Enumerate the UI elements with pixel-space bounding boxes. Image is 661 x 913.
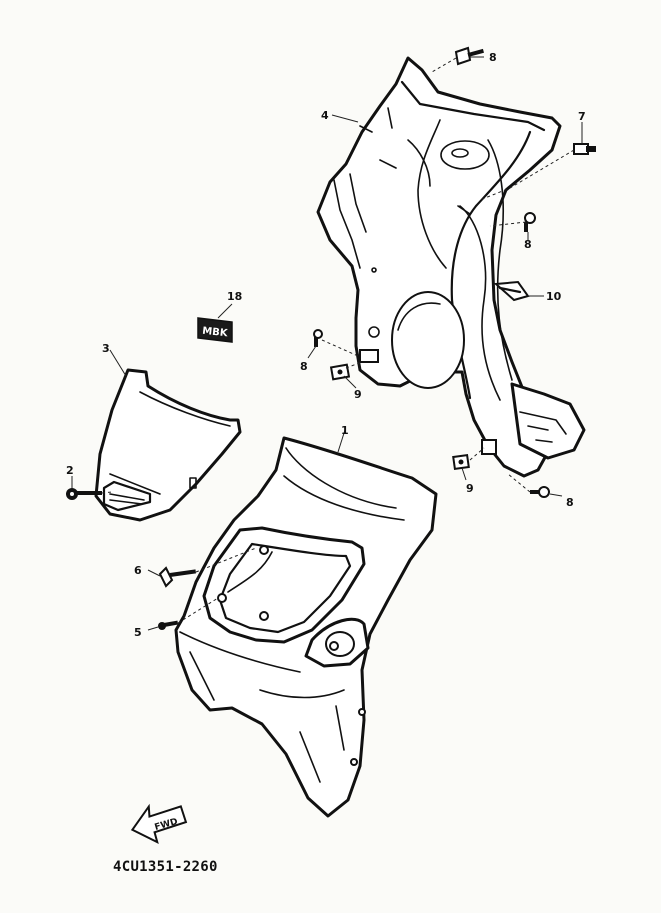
drawing-reference-code: 4CU1351-2260 <box>113 859 218 875</box>
callout-8-left: 8 <box>300 360 308 373</box>
screw-5-icon <box>158 620 179 630</box>
forward-direction-arrow: FWD <box>130 803 188 844</box>
callout-8-right: 8 <box>524 238 532 251</box>
clip-10-icon <box>493 280 530 302</box>
callout-1: 1 <box>341 424 349 437</box>
screw-8-top-icon <box>454 46 484 66</box>
callout-7: 7 <box>578 110 586 123</box>
callout-5: 5 <box>134 626 142 639</box>
callout-8-top: 8 <box>489 51 497 64</box>
callout-18: 18 <box>227 290 242 303</box>
screw-8-left-icon <box>313 329 323 347</box>
screw-8-bottom-icon <box>530 486 550 498</box>
callout-8-bottom: 8 <box>566 496 574 509</box>
leader-lines <box>71 56 583 631</box>
mbk-emblem: MBK <box>197 317 233 343</box>
leg-shield-inner-panel <box>316 56 586 478</box>
callout-9-right: 9 <box>466 482 474 495</box>
nut-9-left-icon <box>329 363 351 381</box>
screw-2-icon <box>66 488 102 500</box>
callout-3: 3 <box>102 342 110 355</box>
callout-9-left: 9 <box>354 388 362 401</box>
emblem-text: MBK <box>202 326 230 340</box>
screw-8-right-icon <box>524 212 536 232</box>
callout-2: 2 <box>66 464 74 477</box>
callout-labels: 8 4 7 8 10 18 3 8 9 1 9 8 2 6 5 <box>66 51 586 639</box>
callout-10: 10 <box>546 290 562 303</box>
callout-4: 4 <box>321 109 329 122</box>
front-cover <box>174 436 438 818</box>
callout-6: 6 <box>134 564 142 577</box>
bolt-7-icon <box>573 143 596 155</box>
screw-6-icon <box>158 566 197 588</box>
visor-cover <box>94 368 242 522</box>
nut-9-right-icon <box>452 453 470 471</box>
